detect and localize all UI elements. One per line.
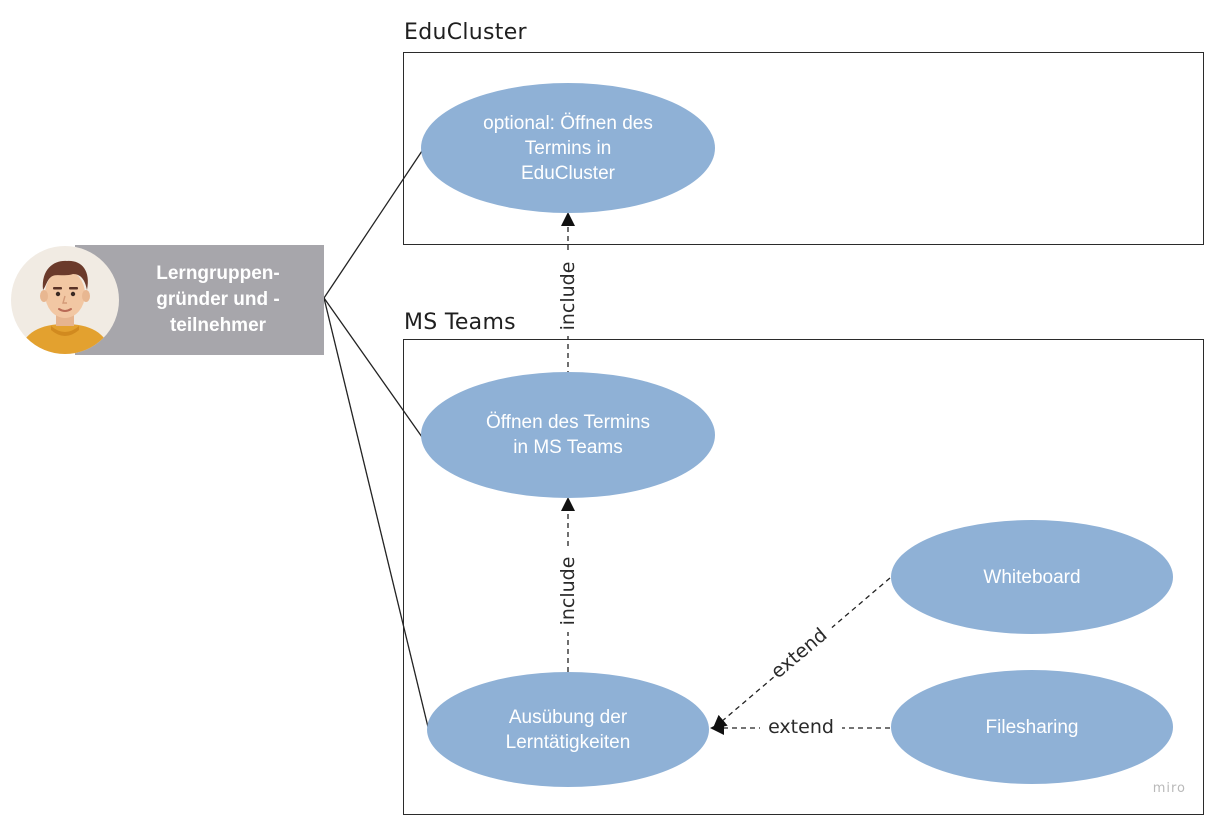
use-case-open-msteams[interactable]: Öffnen des Termins in MS Teams bbox=[421, 372, 715, 498]
association-line-learning bbox=[323, 297, 429, 728]
extend-filesharing-label: extend bbox=[768, 716, 834, 738]
use-case-open-educluster-label: optional: Öffnen des Termins in EduClust… bbox=[483, 112, 653, 184]
include-bottom-label: include bbox=[557, 557, 579, 626]
msteams-frame-title: MS Teams bbox=[404, 310, 516, 335]
use-case-filesharing-label: Filesharing bbox=[985, 716, 1079, 738]
educluster-frame bbox=[403, 52, 1204, 245]
include-top-label: include bbox=[557, 262, 579, 331]
extend-whiteboard-arrow bbox=[712, 577, 891, 730]
actor-label: Lerngruppen- gründer und - teilnehmer bbox=[156, 263, 280, 336]
actor-avatar-icon bbox=[11, 246, 119, 354]
miro-watermark: miro bbox=[1152, 781, 1186, 796]
association-line-msteams bbox=[323, 297, 423, 438]
use-case-open-msteams-label: Öffnen des Termins in MS Teams bbox=[485, 412, 651, 458]
use-case-open-educluster[interactable]: optional: Öffnen des Termins in EduClust… bbox=[421, 83, 715, 213]
msteams-frame bbox=[403, 339, 1204, 815]
use-case-filesharing[interactable]: Filesharing bbox=[891, 670, 1173, 784]
educluster-frame-title: EduCluster bbox=[404, 20, 527, 45]
association-line-educluster bbox=[323, 147, 425, 299]
use-case-whiteboard-label: Whiteboard bbox=[983, 566, 1081, 588]
use-case-learning[interactable]: Ausübung der Lerntätigkeiten bbox=[427, 672, 709, 787]
use-case-learning-label: Ausübung der Lerntätigkeiten bbox=[505, 706, 631, 753]
use-case-whiteboard[interactable]: Whiteboard bbox=[891, 520, 1173, 634]
